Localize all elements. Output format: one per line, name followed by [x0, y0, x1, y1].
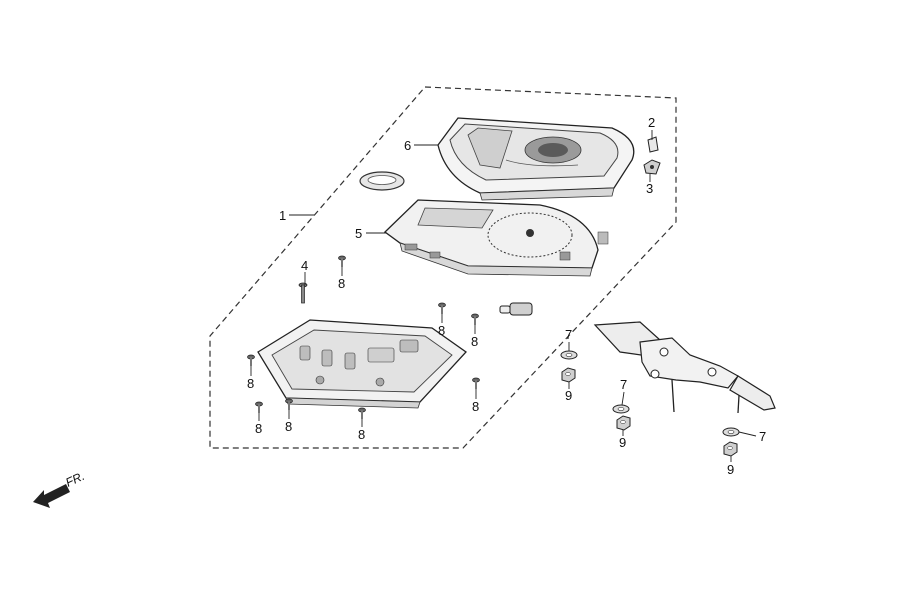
callout-4: 4: [301, 258, 308, 273]
front-direction-indicator: FR.: [33, 469, 87, 508]
callout-5: 5: [355, 226, 362, 241]
callout-7: 7: [759, 429, 766, 444]
callout-9: 9: [727, 462, 734, 477]
screw-part-8: [338, 255, 346, 267]
callout-2: 2: [648, 115, 655, 130]
screw-part-8: [438, 302, 446, 314]
callout-8: 8: [255, 421, 262, 436]
nut-part-9: [723, 441, 738, 457]
meter-cover-part: [437, 117, 635, 201]
meter-lower-case-part: [257, 319, 467, 409]
bulb-socket-part: [499, 302, 533, 316]
callout-8: 8: [358, 427, 365, 442]
callout-8: 8: [338, 276, 345, 291]
lens-seal-part: [359, 171, 405, 191]
nut-part-9: [616, 415, 631, 431]
leader-lines: [250, 130, 757, 462]
screw-part-8: [285, 398, 293, 410]
assembly-boundary: [209, 86, 677, 449]
callout-6: 6: [404, 138, 411, 153]
callout-7: 7: [565, 327, 572, 342]
clip-part-3: [643, 159, 661, 175]
callout-8: 8: [247, 376, 254, 391]
washer-part-7: [560, 350, 578, 360]
callout-8: 8: [471, 334, 478, 349]
callout-8: 8: [472, 399, 479, 414]
nut-part-9: [561, 367, 576, 383]
screw-part-8: [255, 401, 263, 413]
callout-1: 1: [279, 208, 286, 223]
washer-part-7: [722, 427, 740, 437]
screw-part-8: [247, 354, 255, 366]
meter-assembly-part: [383, 199, 609, 277]
callout-3: 3: [646, 181, 653, 196]
front-arrow-icon: [33, 484, 70, 508]
mounting-bracket-part: [593, 321, 776, 414]
callout-7: 7: [620, 377, 627, 392]
callout-8: 8: [438, 323, 445, 338]
callout-9: 9: [565, 388, 572, 403]
front-label: FR.: [63, 469, 86, 490]
callout-8: 8: [285, 419, 292, 434]
long-screw-part: [298, 282, 308, 304]
clip-part-2: [647, 136, 659, 153]
callout-9: 9: [619, 435, 626, 450]
screw-part-8: [358, 407, 366, 419]
screw-part-8: [471, 313, 479, 325]
washer-part-7: [612, 404, 630, 414]
screw-part-8: [472, 377, 480, 389]
